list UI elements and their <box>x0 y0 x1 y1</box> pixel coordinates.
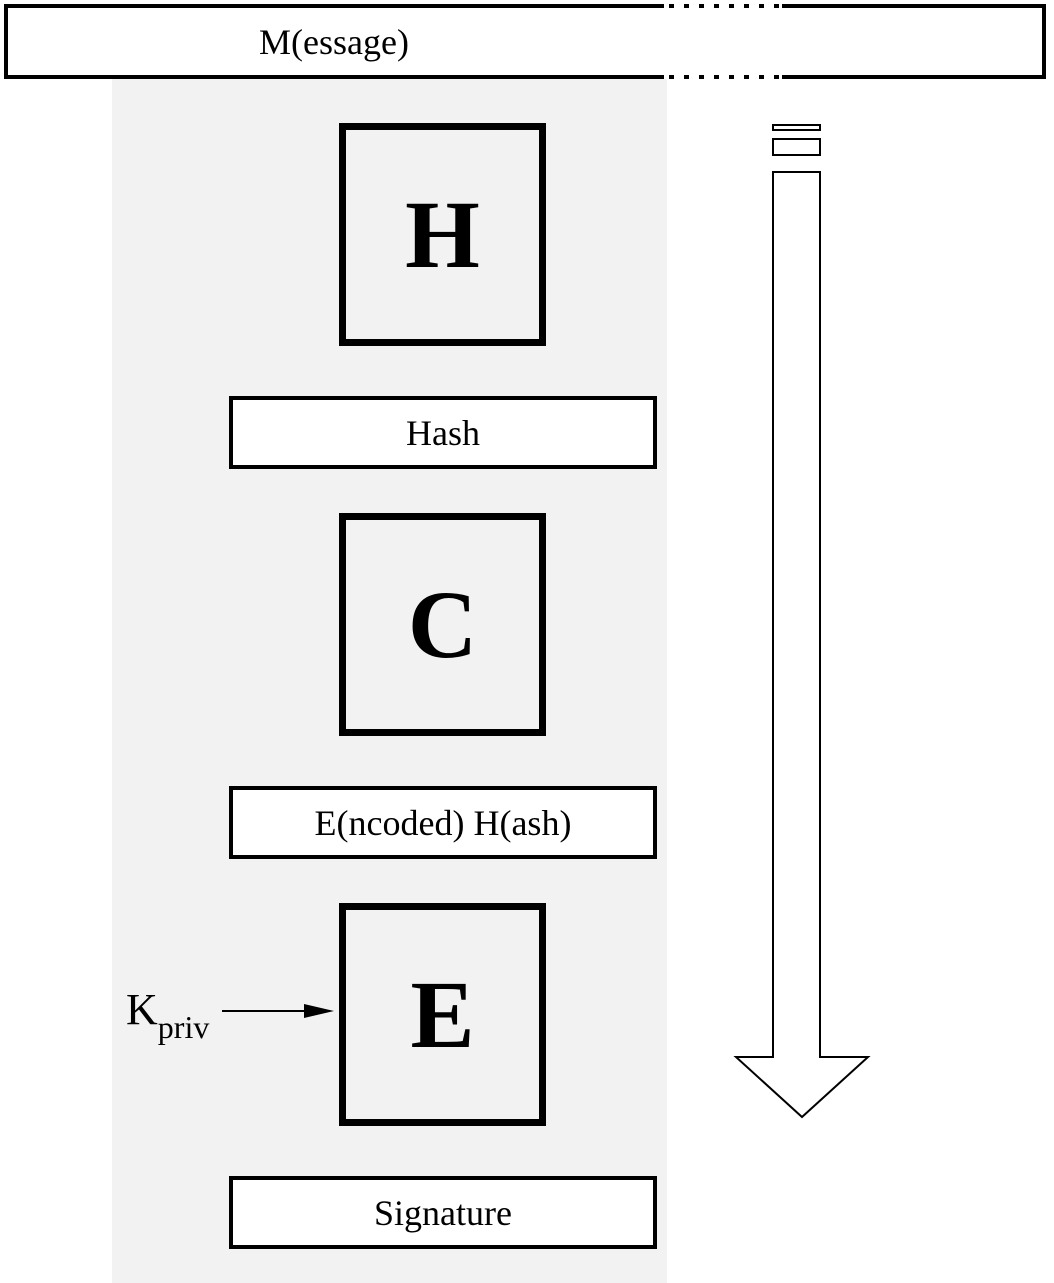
hash-output-box: Hash <box>229 396 657 469</box>
encryption-function-box: E <box>339 903 546 1126</box>
encoding-function-box: C <box>339 513 546 736</box>
encoded-hash-box: E(ncoded) H(ash) <box>229 786 657 859</box>
process-panel <box>112 78 667 1283</box>
hash-function-box: H <box>339 123 546 346</box>
message-bar-outline <box>4 4 1046 79</box>
private-key-subscript: priv <box>157 1009 210 1045</box>
private-key-symbol: K <box>126 985 158 1034</box>
private-key-arrow-icon <box>222 1004 334 1018</box>
private-key-label: Kpriv <box>126 984 226 1045</box>
message-label: M(essage) <box>259 21 409 62</box>
signature-box: Signature <box>229 1176 657 1249</box>
message-bar <box>4 4 1046 79</box>
flow-direction-arrow-icon <box>733 124 871 1119</box>
